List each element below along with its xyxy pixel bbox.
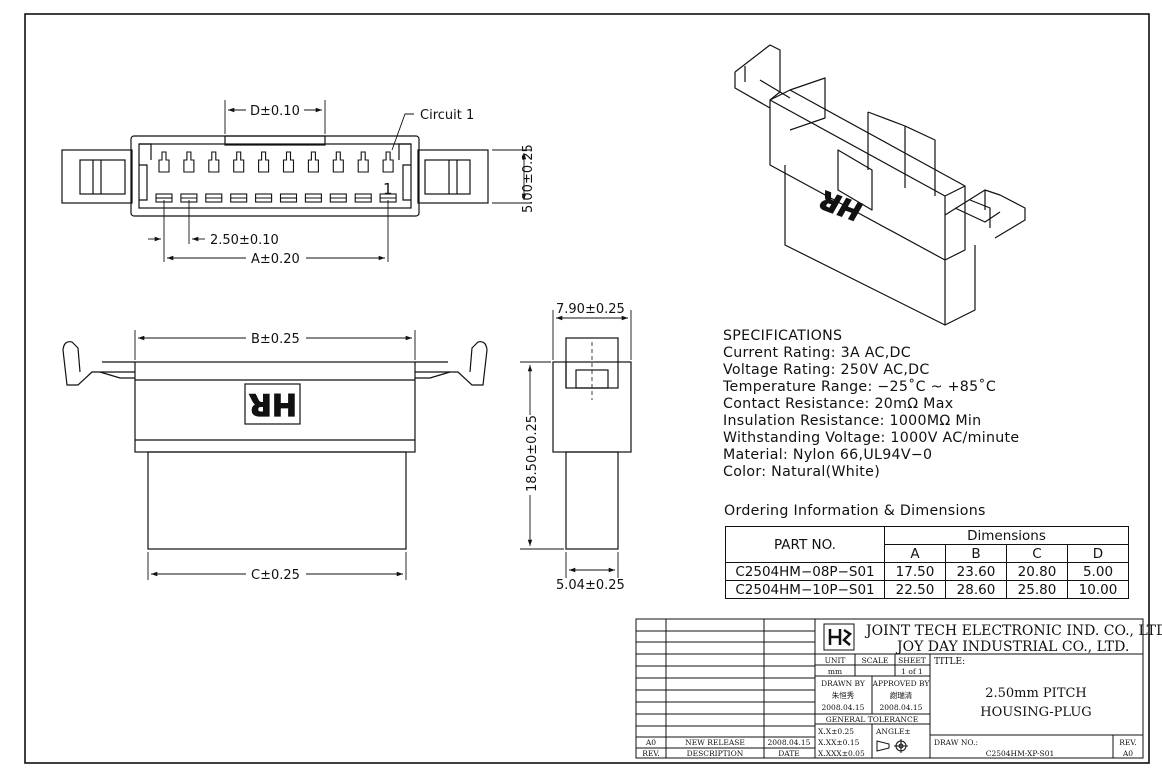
pin-row	[155, 151, 397, 203]
sheet-label: SHEET	[898, 656, 926, 665]
title-line-2: HOUSING-PLUG	[980, 705, 1091, 720]
title-block	[635, 618, 1144, 759]
circuit-1-label: Circuit 1	[420, 108, 474, 123]
spec-current: Current Rating: 3A AC,DC	[723, 345, 911, 361]
circuit-1-number: 1	[383, 180, 393, 198]
part-no-header: PART NO.	[725, 526, 885, 563]
part-no: C2504HM−10P−S01	[725, 580, 885, 599]
dim-b: B±0.25	[251, 332, 300, 347]
dim-value: 25.80	[1006, 580, 1068, 599]
pin-cavity	[183, 151, 195, 173]
specifications: SPECIFICATIONS Current Rating: 3A AC,DC …	[723, 328, 1123, 481]
rev-value: A0	[1122, 749, 1133, 758]
top-view-dimensions	[148, 100, 532, 262]
part-no: C2504HM−08P−S01	[725, 562, 885, 581]
rev-row-desc: NEW RELEASE	[685, 738, 745, 747]
company-name-1: JOINT TECH ELECTRONIC IND. CO., LTD.	[864, 623, 1162, 639]
sheet-border	[24, 13, 1150, 764]
unit-value: mm	[828, 667, 842, 676]
side-view-dimensions	[520, 310, 632, 578]
dim-5-04: 5.04±0.25	[556, 578, 625, 593]
hdr-desc: DESCRIPTION	[687, 749, 744, 758]
dimensions-header: Dimensions	[884, 526, 1129, 545]
title-line-1: 2.50mm PITCH	[985, 686, 1087, 701]
spec-withstanding: Withstanding Voltage: 1000V AC/minute	[723, 430, 1020, 446]
dim-c: C±0.25	[251, 568, 300, 583]
col-c: C	[1006, 544, 1068, 563]
dim-a: A±0.20	[251, 252, 300, 267]
draw-no-label: DRAW NO.:	[934, 738, 978, 747]
sheet-value: 1 of 1	[901, 667, 923, 676]
drawn-name: 朱恒秀	[832, 690, 855, 700]
dim-7-90: 7.90±0.25	[556, 302, 625, 317]
tolerance-2: X.XX±0.15	[818, 738, 860, 747]
dim-18-50: 18.50±0.25	[525, 415, 540, 492]
spec-insulation: Insulation Resistance: 1000MΩ Min	[723, 413, 982, 429]
title-label: TITLE:	[934, 657, 965, 667]
table-row: C2504HM−10P−S01 22.50 28.60 25.80 10.00	[725, 580, 1129, 599]
pin-cavity	[332, 151, 344, 173]
front-logo: HR	[249, 386, 297, 421]
pin-cavity	[158, 151, 170, 173]
pin-cavity	[282, 151, 295, 173]
dim-value: 22.50	[884, 580, 946, 599]
tolerance-1: X.X±0.25	[818, 727, 854, 736]
company-logo-icon	[828, 628, 852, 646]
front-view	[62, 341, 488, 550]
approved-name: 謝瑞清	[890, 690, 913, 700]
ordering-title: Ordering Information & Dimensions	[724, 503, 986, 519]
approved-label: APPROVED BY	[872, 679, 931, 688]
table-row: C2504HM−08P−S01 17.50 23.60 20.80 5.00	[725, 562, 1129, 581]
hdr-rev: REV.	[642, 749, 660, 758]
draw-no: C2504HM-XP-S01	[986, 749, 1055, 758]
rev-label: REV.	[1119, 738, 1137, 747]
col-a: A	[884, 544, 946, 563]
rev-row-rev: A0	[645, 738, 656, 747]
top-view	[61, 135, 489, 217]
col-d: D	[1067, 544, 1129, 563]
company-name-2: JOY DAY INDUSTRIAL CO., LTD.	[895, 639, 1129, 655]
col-b: B	[945, 544, 1007, 563]
pin-cavity	[258, 151, 270, 173]
dim-d: D±0.10	[250, 104, 300, 119]
spec-contact: Contact Resistance: 20mΩ Max	[723, 396, 954, 412]
dim-value: 17.50	[884, 562, 946, 581]
dim-value: 20.80	[1006, 562, 1068, 581]
angle-label: ANGLE±	[875, 727, 911, 736]
dim-value: 28.60	[945, 580, 1007, 599]
pin-cavity	[233, 151, 245, 173]
dim-pitch: 2.50±0.10	[210, 233, 279, 248]
front-view-dimensions	[134, 330, 416, 580]
rev-row-date: 2008.04.15	[768, 738, 811, 747]
side-view	[552, 337, 632, 550]
hdr-date: DATE	[778, 749, 800, 758]
pin-cavity	[208, 151, 220, 173]
dim-value: 5.00	[1067, 562, 1129, 581]
projection-symbol-icon	[876, 739, 908, 753]
drawn-date: 2008.04.15	[822, 703, 865, 712]
spec-material: Material: Nylon 66,UL94V−0	[723, 447, 933, 463]
spec-heading: SPECIFICATIONS	[723, 328, 843, 344]
spec-temperature: Temperature Range: −25˚C ~ +85˚C	[723, 379, 997, 395]
approved-date: 2008.04.15	[880, 703, 923, 712]
drawn-label: DRAWN BY	[821, 679, 866, 688]
scale-label: SCALE	[862, 656, 889, 665]
pin-cavity	[307, 151, 319, 173]
pin-cavity	[357, 151, 369, 173]
spec-color: Color: Natural(White)	[723, 464, 881, 480]
spec-voltage: Voltage Rating: 250V AC,DC	[723, 362, 930, 378]
tolerance-3: X.XXX±0.05	[818, 749, 865, 758]
dim-value: 10.00	[1067, 580, 1129, 599]
ordering-table: PART NO. Dimensions A B C D C2504HM−08P−…	[725, 526, 1129, 599]
tolerance-label: GENERAL TOLERANCE	[826, 715, 918, 724]
pin-cavity	[382, 151, 394, 173]
isometric-view	[734, 44, 1026, 326]
dim-value: 23.60	[945, 562, 1007, 581]
dim-5-00: 5.00±0.25	[521, 144, 536, 213]
unit-label: UNIT	[825, 656, 846, 665]
iso-logo: HR	[814, 184, 869, 224]
